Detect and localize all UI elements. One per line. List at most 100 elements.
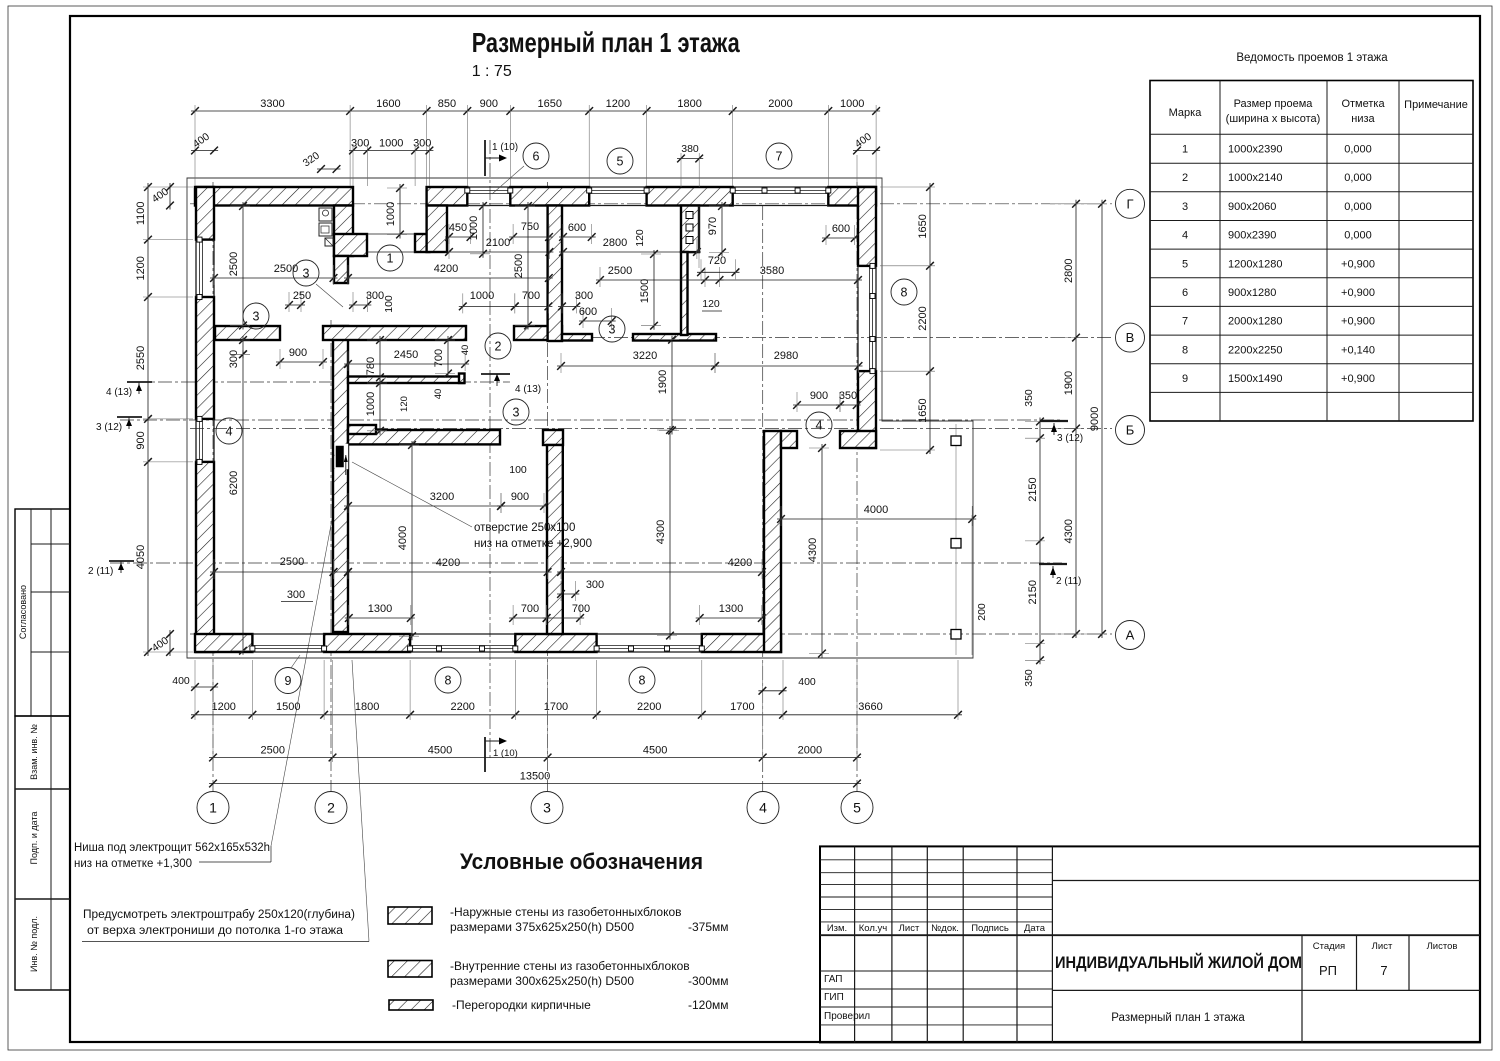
svg-text:5: 5 <box>617 154 624 168</box>
svg-text:ИНДИВИДУАЛЬНЫЙ ЖИЛОЙ ДОМ: ИНДИВИДУАЛЬНЫЙ ЖИЛОЙ ДОМ <box>1055 953 1302 972</box>
svg-text:7: 7 <box>776 149 783 163</box>
svg-text:2 (11): 2 (11) <box>1056 576 1081 587</box>
svg-text:380: 380 <box>681 143 699 155</box>
svg-text:Марка: Марка <box>1169 107 1203 119</box>
svg-text:350: 350 <box>1023 389 1035 407</box>
svg-text:4: 4 <box>759 799 767 815</box>
svg-text:300: 300 <box>228 350 240 368</box>
svg-text:3: 3 <box>303 266 310 280</box>
svg-text:3: 3 <box>1182 201 1188 213</box>
svg-text:3: 3 <box>513 405 520 419</box>
svg-text:400: 400 <box>172 675 190 687</box>
svg-text:2550: 2550 <box>135 346 147 370</box>
svg-text:2000х1280: 2000х1280 <box>1228 316 1282 328</box>
svg-text:отверстие 250х100: отверстие 250х100 <box>474 522 575 534</box>
svg-text:1650: 1650 <box>917 398 929 422</box>
svg-text:Предусмотреть электроштрабу 25: Предусмотреть электроштрабу 250х120(глуб… <box>83 909 355 921</box>
svg-text:6: 6 <box>1182 287 1188 299</box>
svg-text:от верха электрониши до потол: от верха электрониши до потолка 1-го эта… <box>87 925 344 937</box>
svg-text:900х2060: 900х2060 <box>1228 201 1276 213</box>
svg-text:3200: 3200 <box>430 491 454 503</box>
svg-text:1000: 1000 <box>385 202 397 226</box>
svg-text:850: 850 <box>438 98 456 110</box>
svg-text:Примечание: Примечание <box>1404 99 1468 111</box>
svg-text:3: 3 <box>609 322 616 336</box>
svg-text:600: 600 <box>579 306 597 318</box>
svg-text:100: 100 <box>509 464 527 476</box>
svg-text:Взам. инв. №: Взам. инв. № <box>29 724 39 780</box>
svg-text:2200: 2200 <box>450 701 474 713</box>
svg-text:600: 600 <box>832 223 850 235</box>
svg-text:низ на отметке +1,300: низ на отметке +1,300 <box>74 858 192 870</box>
svg-text:100: 100 <box>383 295 395 313</box>
svg-text:300: 300 <box>586 579 604 591</box>
svg-text:40: 40 <box>433 389 444 400</box>
svg-text:750: 750 <box>521 221 539 233</box>
svg-text:300: 300 <box>351 138 369 150</box>
svg-text:2000: 2000 <box>768 98 792 110</box>
svg-text:3300: 3300 <box>260 98 284 110</box>
svg-text:120: 120 <box>702 298 720 310</box>
svg-text:-Перегородки кирпичные: -Перегородки кирпичные <box>452 998 591 1012</box>
svg-text:1300: 1300 <box>368 603 392 615</box>
svg-text:Стадия: Стадия <box>1313 941 1345 952</box>
svg-text:2800: 2800 <box>1063 258 1075 282</box>
svg-text:1600: 1600 <box>376 98 400 110</box>
svg-text:1700: 1700 <box>730 701 754 713</box>
svg-text:4200: 4200 <box>436 557 460 569</box>
svg-text:Подпись: Подпись <box>971 923 1009 934</box>
svg-text:1900: 1900 <box>1063 371 1075 395</box>
svg-text:низ на отметке +2,900: низ на отметке +2,900 <box>474 538 592 550</box>
svg-text:300: 300 <box>413 138 431 150</box>
svg-text:1: 1 <box>209 799 217 815</box>
svg-text:5: 5 <box>853 799 861 815</box>
svg-text:2500: 2500 <box>608 265 632 277</box>
svg-text:3 (12): 3 (12) <box>96 422 122 433</box>
svg-text:4200: 4200 <box>728 557 752 569</box>
svg-text:120: 120 <box>634 229 646 247</box>
svg-text:2: 2 <box>327 799 335 815</box>
svg-text:4000: 4000 <box>397 526 409 550</box>
svg-text:-375мм: -375мм <box>688 920 729 934</box>
svg-text:Согласовано: Согласовано <box>18 585 28 639</box>
svg-text:700: 700 <box>572 603 590 615</box>
svg-text:8: 8 <box>901 285 908 299</box>
svg-text:2000: 2000 <box>798 745 822 757</box>
svg-text:-300мм: -300мм <box>688 974 729 988</box>
svg-text:900х2390: 900х2390 <box>1228 230 1276 242</box>
svg-text:350: 350 <box>1023 669 1035 687</box>
svg-text:1: 1 <box>387 251 394 265</box>
svg-text:Кол.уч: Кол.уч <box>859 923 888 934</box>
svg-text:2150: 2150 <box>1027 580 1039 604</box>
svg-text:4300: 4300 <box>807 538 819 562</box>
svg-text:1 : 75: 1 : 75 <box>472 63 512 80</box>
svg-text:9000: 9000 <box>1089 407 1101 431</box>
svg-text:2980: 2980 <box>774 350 798 362</box>
svg-text:2100: 2100 <box>486 237 510 249</box>
svg-text:9: 9 <box>1182 373 1188 385</box>
svg-text:2450: 2450 <box>394 349 418 361</box>
svg-text:3660: 3660 <box>858 701 882 713</box>
svg-text:200: 200 <box>976 603 988 621</box>
svg-text:Лист: Лист <box>1372 941 1393 952</box>
svg-text:4300: 4300 <box>1063 519 1075 543</box>
svg-text:6200: 6200 <box>228 471 240 495</box>
svg-text:Изм.: Изм. <box>827 923 847 934</box>
svg-text:В: В <box>1126 330 1135 345</box>
svg-text:-Внутренние стены из газобетон: -Внутренние стены из газобетонныхблоков <box>450 959 690 973</box>
svg-text:2500: 2500 <box>228 252 240 276</box>
svg-text:2: 2 <box>1182 172 1188 184</box>
svg-text:0,000: 0,000 <box>1344 172 1372 184</box>
svg-text:1000: 1000 <box>365 392 377 416</box>
svg-text:+0,900: +0,900 <box>1341 316 1375 328</box>
svg-text:Подп. и дата: Подп. и дата <box>29 811 39 864</box>
svg-text:3 (12): 3 (12) <box>1057 433 1083 444</box>
svg-text:1100: 1100 <box>135 201 147 225</box>
svg-text:970: 970 <box>707 217 719 235</box>
svg-text:600: 600 <box>568 222 586 234</box>
svg-text:1000: 1000 <box>379 138 403 150</box>
svg-text:4 (13): 4 (13) <box>515 384 541 395</box>
svg-text:720: 720 <box>708 255 726 267</box>
svg-text:900: 900 <box>480 98 498 110</box>
svg-text:9: 9 <box>285 674 292 688</box>
